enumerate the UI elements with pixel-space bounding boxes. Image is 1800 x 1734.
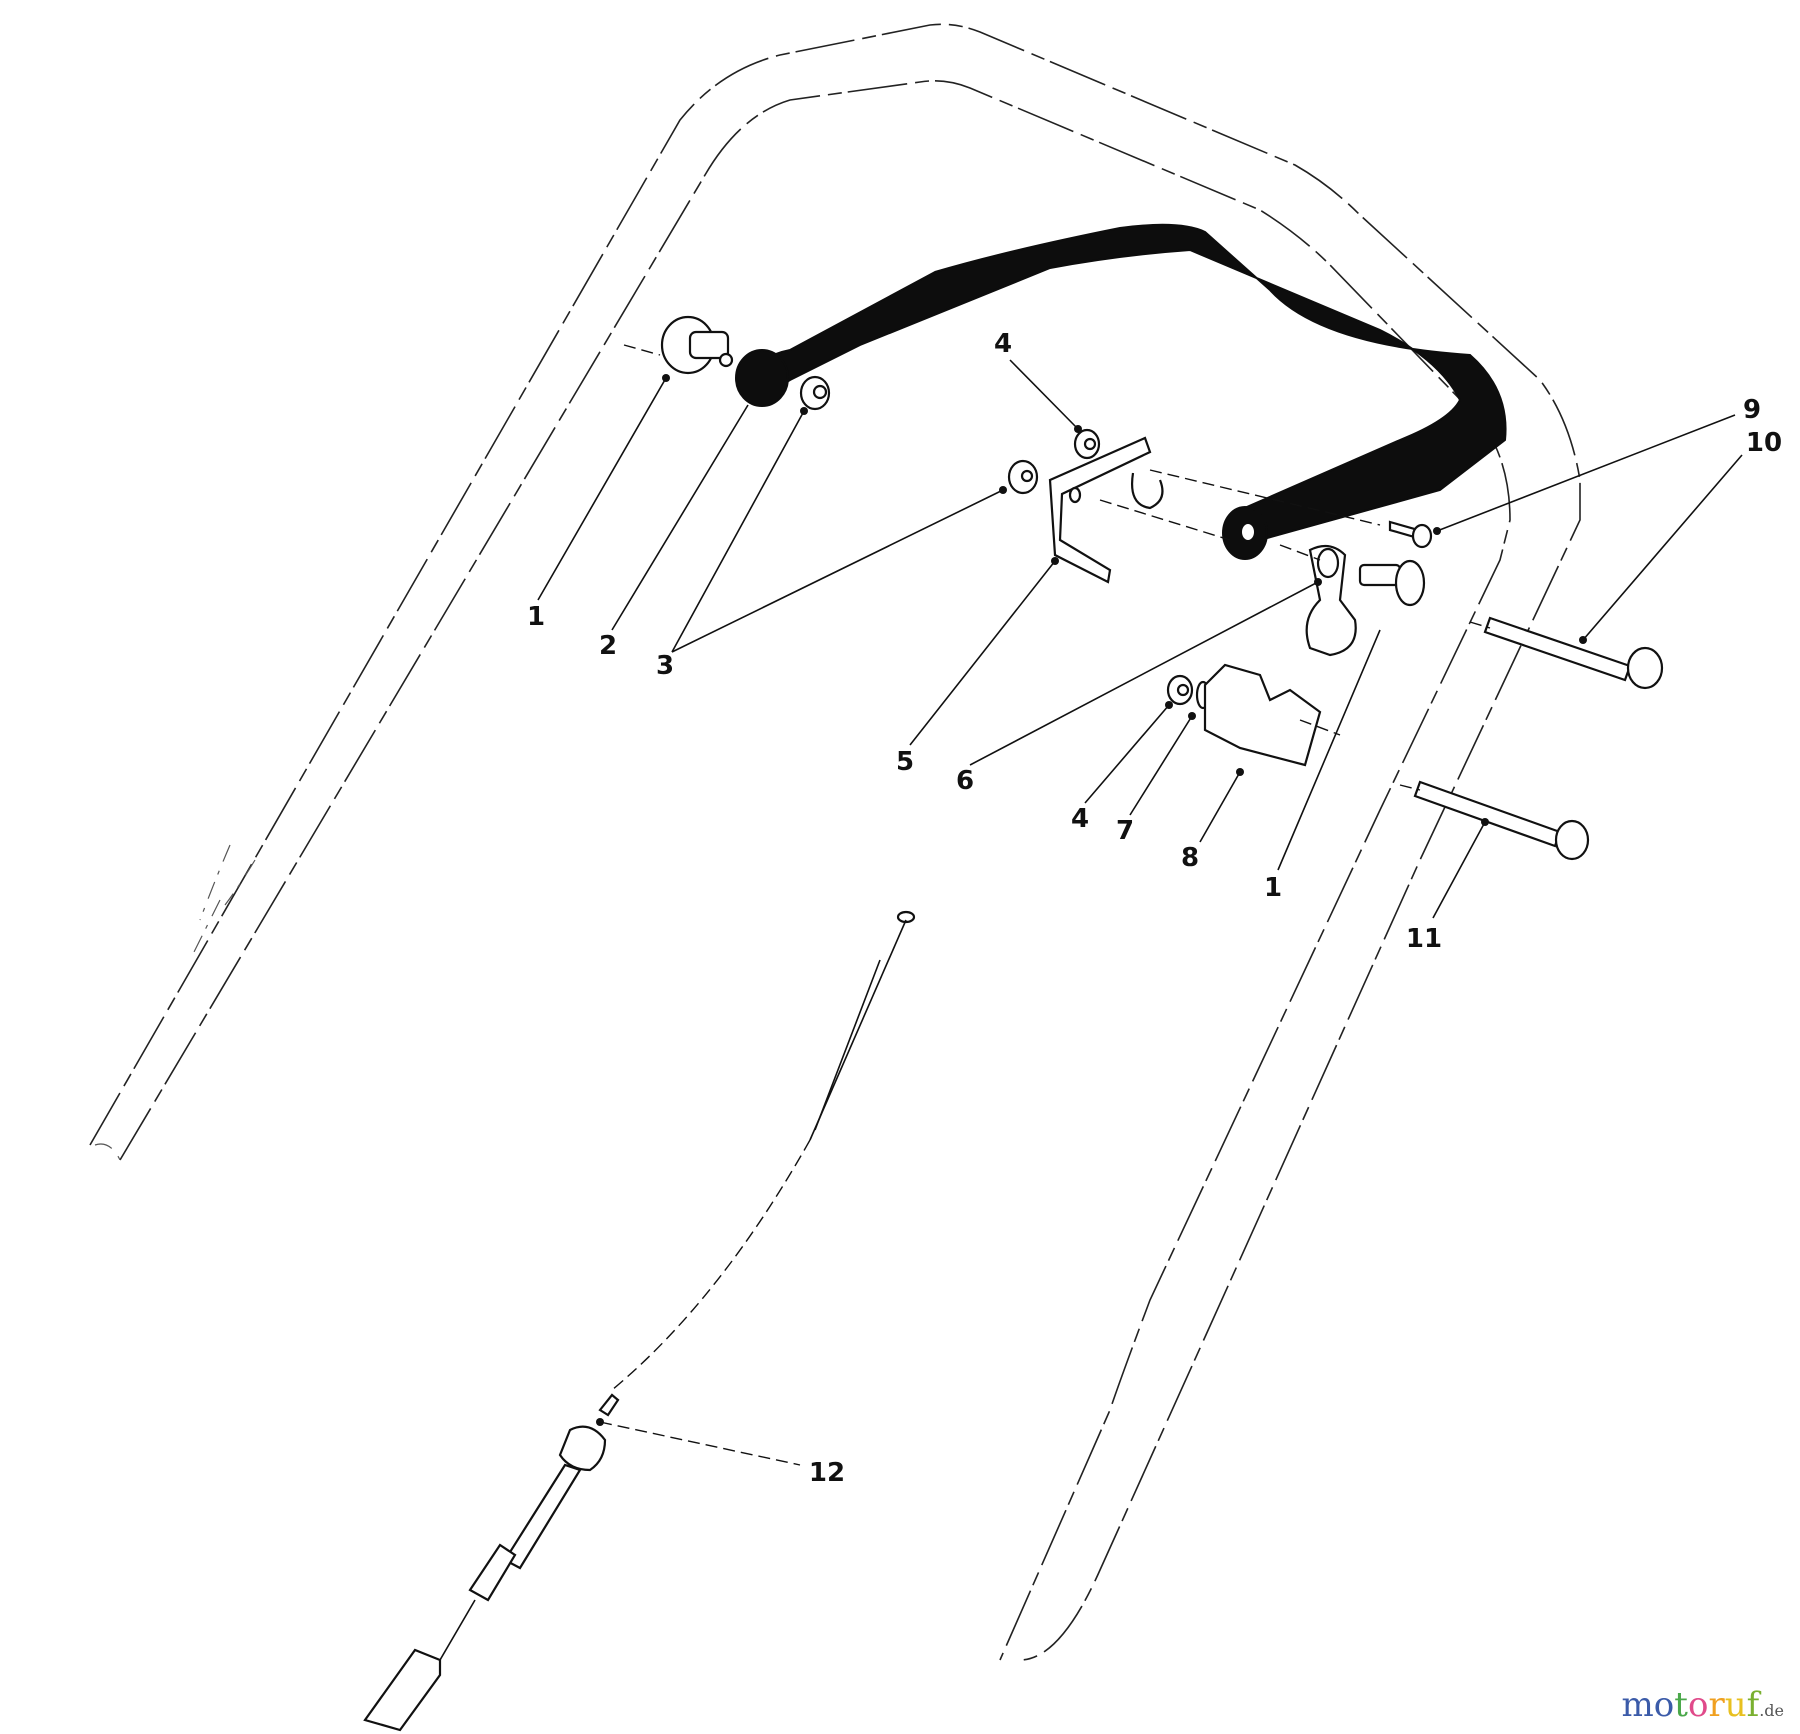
callout-7: 7 <box>1115 816 1135 846</box>
bracket-hook <box>1131 472 1164 510</box>
part-5-bracket <box>1048 436 1152 584</box>
bail-left-eye <box>735 349 789 407</box>
part-9-screw <box>1388 520 1441 549</box>
frame-lower-left-detail <box>94 844 256 1161</box>
callout-11: 11 <box>1405 924 1443 954</box>
leader-lines <box>537 344 1743 1466</box>
callout-2: 2 <box>598 631 618 661</box>
part-4-nut-lower <box>1165 674 1194 709</box>
callout-8: 8 <box>1180 843 1200 873</box>
callout-4-upper: 4 <box>993 329 1013 359</box>
callout-5: 5 <box>895 747 915 777</box>
callout-1-upper: 1 <box>526 602 546 632</box>
bracket-hole <box>1068 486 1082 504</box>
callout-9: 9 <box>1742 395 1762 425</box>
callout-1-lower: 1 <box>1263 873 1283 903</box>
traction-bail <box>743 223 1507 552</box>
part-3-nut-right <box>999 459 1039 495</box>
part-11-bolt <box>1413 780 1590 861</box>
callout-3: 3 <box>655 651 675 681</box>
part-4-nut-top <box>1073 425 1101 460</box>
watermark-letter: m <box>1621 1685 1654 1725</box>
callout-12: 12 <box>808 1458 846 1488</box>
bail-right-hole <box>1242 524 1254 540</box>
handle-frame-outer <box>89 23 1581 1661</box>
part-3-nut-left <box>799 375 831 415</box>
watermark-letter: r <box>1708 1685 1725 1725</box>
part-1-bushing-left <box>660 315 734 382</box>
part-6-lever <box>1305 544 1426 657</box>
motoruf-watermark: motoruf.de <box>1622 1688 1784 1722</box>
watermark-letter: f <box>1746 1685 1760 1725</box>
callout-10: 10 <box>1745 428 1783 458</box>
part-12-cable <box>363 910 916 1732</box>
callout-4-lower: 4 <box>1070 804 1090 834</box>
part-10-bolt <box>1483 616 1664 690</box>
watermark-letter: u <box>1724 1685 1747 1725</box>
watermark-letter: o <box>1653 1685 1675 1725</box>
watermark-letter: t <box>1674 1685 1688 1725</box>
watermark-tld: .de <box>1759 1701 1784 1720</box>
callout-6: 6 <box>955 766 975 796</box>
handle-frame-inner <box>119 80 1511 1661</box>
watermark-letter: o <box>1687 1685 1709 1725</box>
part-8-block <box>1203 663 1322 767</box>
